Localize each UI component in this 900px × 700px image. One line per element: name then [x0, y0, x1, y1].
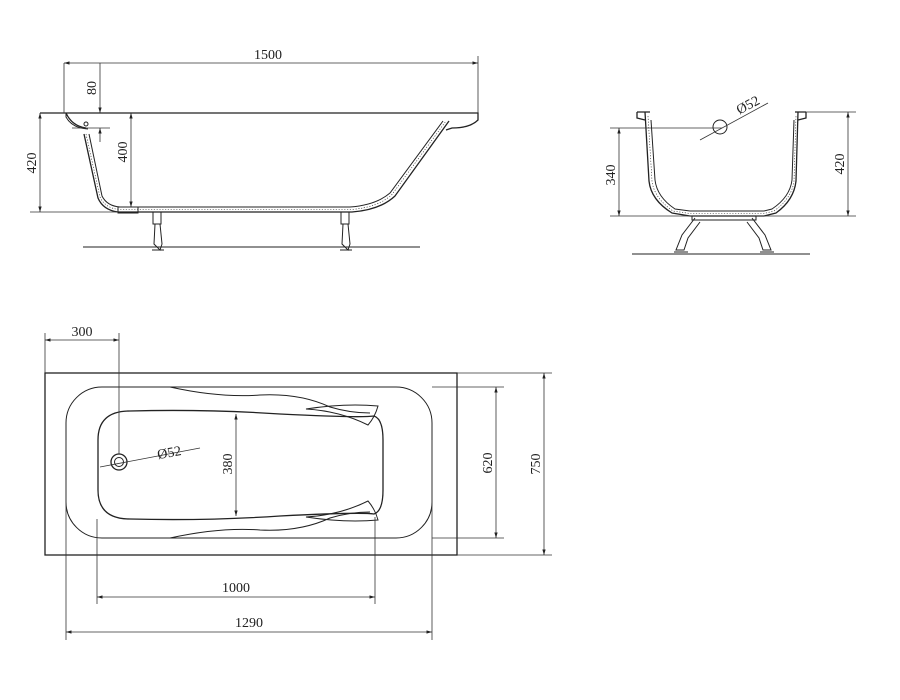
side-overflow: [83, 121, 89, 127]
side-leg-left: [152, 211, 164, 251]
top-wave-top: [169, 386, 371, 414]
dim-label-1500: 1500: [254, 48, 282, 63]
top-drain-inner: [114, 457, 124, 467]
top-outer-rim: [44, 372, 458, 556]
side-view: 1500 80 420 400: [25, 48, 479, 251]
end-legs: [674, 215, 774, 253]
top-handle-bottom: [305, 500, 379, 522]
end-tub-inner: [650, 119, 795, 212]
dim-label-340: 340: [604, 165, 619, 186]
side-drain: [117, 206, 139, 214]
end-view: Ø52 340 420: [604, 94, 856, 255]
dim-label-end-420: 420: [833, 154, 848, 175]
top-handle-top: [305, 404, 379, 426]
side-leg-right: [340, 211, 352, 251]
end-rim: [636, 111, 807, 121]
end-overflow-hole: [712, 119, 728, 135]
top-wave-bottom: [169, 511, 371, 539]
side-rim: [40, 112, 479, 131]
dim-label-end-drain: Ø52: [734, 94, 762, 119]
top-view: Ø52 300 380 620 750 1000 1290: [44, 325, 552, 640]
dim-label-300: 300: [72, 325, 93, 340]
dim-label-side-420: 420: [25, 153, 40, 174]
dim-label-1000: 1000: [222, 581, 250, 596]
side-rim-lip: [65, 113, 479, 130]
dim-label-top-drain: Ø52: [156, 444, 182, 463]
dim-label-80: 80: [85, 81, 100, 95]
side-tub-inner: [88, 120, 444, 208]
dim-label-400: 400: [116, 142, 131, 163]
dim-label-380: 380: [221, 454, 236, 475]
top-basin: [97, 409, 384, 521]
dim-label-1290: 1290: [235, 616, 263, 631]
side-tub-outer: [83, 120, 450, 213]
dim-label-750: 750: [529, 454, 544, 475]
dim-label-620: 620: [481, 453, 496, 474]
